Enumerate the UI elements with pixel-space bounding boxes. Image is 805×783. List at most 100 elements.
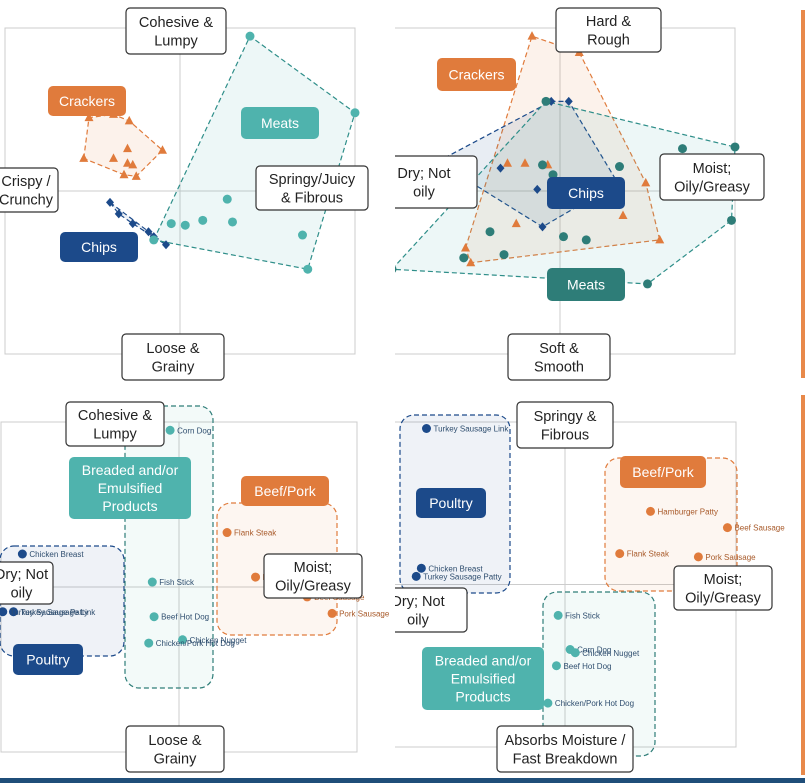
data-point bbox=[655, 234, 665, 244]
data-point bbox=[615, 162, 624, 172]
data-point bbox=[149, 612, 159, 622]
group-label-text: Meats bbox=[567, 276, 605, 292]
data-point bbox=[222, 194, 232, 204]
axis-label-right: Moist;Oily/Greasy bbox=[263, 553, 363, 599]
point-label: Fish Stick bbox=[565, 611, 601, 620]
axis-label-bottom: Loose &Grainy bbox=[121, 333, 225, 381]
point-label: Turkey Sausage Link bbox=[433, 425, 509, 434]
group-label: Beef/Pork bbox=[241, 476, 329, 506]
axis-label-right-text: Moist; bbox=[704, 572, 743, 588]
data-point bbox=[245, 31, 255, 41]
axis-label-top-text: Lumpy bbox=[93, 426, 137, 442]
data-point bbox=[0, 607, 8, 617]
group-label: Poultry bbox=[13, 644, 83, 675]
point-label: Turkey Sausage Link bbox=[20, 608, 96, 617]
data-point bbox=[615, 549, 625, 559]
axis-label-right-text: Oily/Greasy bbox=[674, 179, 750, 195]
data-point bbox=[144, 227, 153, 237]
data-point bbox=[466, 257, 476, 267]
data-point bbox=[416, 563, 426, 573]
data-point bbox=[109, 153, 118, 162]
axis-label-right-text: Oily/Greasy bbox=[685, 590, 761, 606]
group-label: Poultry bbox=[416, 488, 486, 518]
data-point bbox=[303, 264, 313, 274]
axis-label-bottom: Loose & Grainy bbox=[125, 725, 225, 773]
data-point bbox=[131, 171, 141, 180]
data-point bbox=[548, 170, 558, 180]
axis-label-top: Cohesive &Lumpy bbox=[65, 401, 165, 447]
axis-label-top-text: Fibrous bbox=[541, 427, 589, 443]
axis-label-left-text: Crunchy bbox=[0, 192, 54, 208]
group-label-text: Meats bbox=[261, 115, 299, 131]
axis-label-bottom-text: Soft & bbox=[539, 341, 579, 357]
point-label: Flank Steak bbox=[234, 529, 277, 538]
point-label: Flank Steak bbox=[627, 550, 670, 559]
group-label: Chips bbox=[547, 177, 625, 209]
point-label: Corn Dog bbox=[577, 646, 611, 655]
data-point bbox=[166, 219, 176, 229]
group-label-text: Breaded and/or bbox=[82, 462, 179, 478]
axis-label-left-text: oily bbox=[407, 612, 430, 628]
data-point bbox=[421, 424, 431, 433]
group-label: Crackers bbox=[437, 58, 516, 91]
data-point bbox=[499, 250, 509, 260]
axis-label-bottom: Absorbs Moisture /Fast Breakdown bbox=[496, 725, 634, 773]
point-label: Chicken Nugget bbox=[190, 636, 248, 645]
axis-label-right-text: Springy/Juicy bbox=[269, 172, 356, 188]
point-label: Chicken Nugget bbox=[582, 649, 640, 658]
point-label: Beef Hot Dog bbox=[563, 662, 611, 671]
point-label: Fish Stick bbox=[159, 578, 195, 587]
data-point bbox=[727, 215, 736, 225]
axis-label-top: Cohesive &Lumpy bbox=[125, 7, 227, 55]
axis-label-bottom-text: Loose & bbox=[148, 733, 202, 749]
side-accent-bar-top bbox=[801, 10, 805, 378]
data-point bbox=[641, 177, 651, 187]
axis-label-bottom-text: Fast Breakdown bbox=[513, 751, 618, 767]
data-point bbox=[678, 144, 687, 154]
axis-label-top-text: Hard & bbox=[586, 14, 631, 30]
axis-label-top-text: Rough bbox=[587, 32, 630, 48]
axis-label-bottom-text: Grainy bbox=[154, 751, 197, 767]
group-label-text: Emulsified bbox=[98, 480, 163, 496]
data-point bbox=[327, 608, 337, 618]
axis-label-left-text: Crispy / bbox=[1, 174, 51, 190]
data-point bbox=[730, 142, 740, 152]
axis-label-right-text: Moist; bbox=[294, 560, 333, 576]
data-point bbox=[147, 577, 157, 587]
group-label-text: Beef/Pork bbox=[632, 464, 694, 480]
axis-label-bottom: Soft & Smooth bbox=[507, 333, 611, 381]
point-label: Pork Sausage bbox=[705, 553, 756, 562]
axis-label-left-text: Dry; Not bbox=[395, 594, 445, 610]
data-point bbox=[722, 523, 732, 533]
data-point bbox=[581, 235, 591, 245]
axis-label-left-text: oily bbox=[413, 184, 436, 200]
series-hull bbox=[83, 113, 164, 177]
data-point bbox=[144, 638, 154, 648]
data-point bbox=[646, 506, 655, 516]
axis-label-bottom-text: Smooth bbox=[534, 359, 584, 375]
group-label: Chips bbox=[60, 232, 138, 262]
data-point bbox=[128, 159, 138, 169]
data-point bbox=[527, 31, 537, 40]
axis-label-top: Hard & Rough bbox=[555, 7, 662, 53]
axis-label-right: Moist; Oily/Greasy bbox=[673, 565, 773, 611]
group-label: Crackers bbox=[48, 86, 126, 116]
group-label: Beef/Pork bbox=[620, 456, 706, 488]
axis-label-right-text: & Fibrous bbox=[281, 190, 343, 206]
point-label: Turkey Sausage Patty bbox=[423, 572, 501, 581]
data-point bbox=[123, 143, 132, 153]
axis-label-top-text: Lumpy bbox=[154, 33, 198, 49]
series-hull bbox=[152, 35, 356, 270]
data-point bbox=[162, 240, 170, 250]
group-label-text: Breaded and/or bbox=[435, 652, 532, 668]
data-point bbox=[503, 158, 512, 167]
group-label-text: Crackers bbox=[448, 66, 504, 82]
